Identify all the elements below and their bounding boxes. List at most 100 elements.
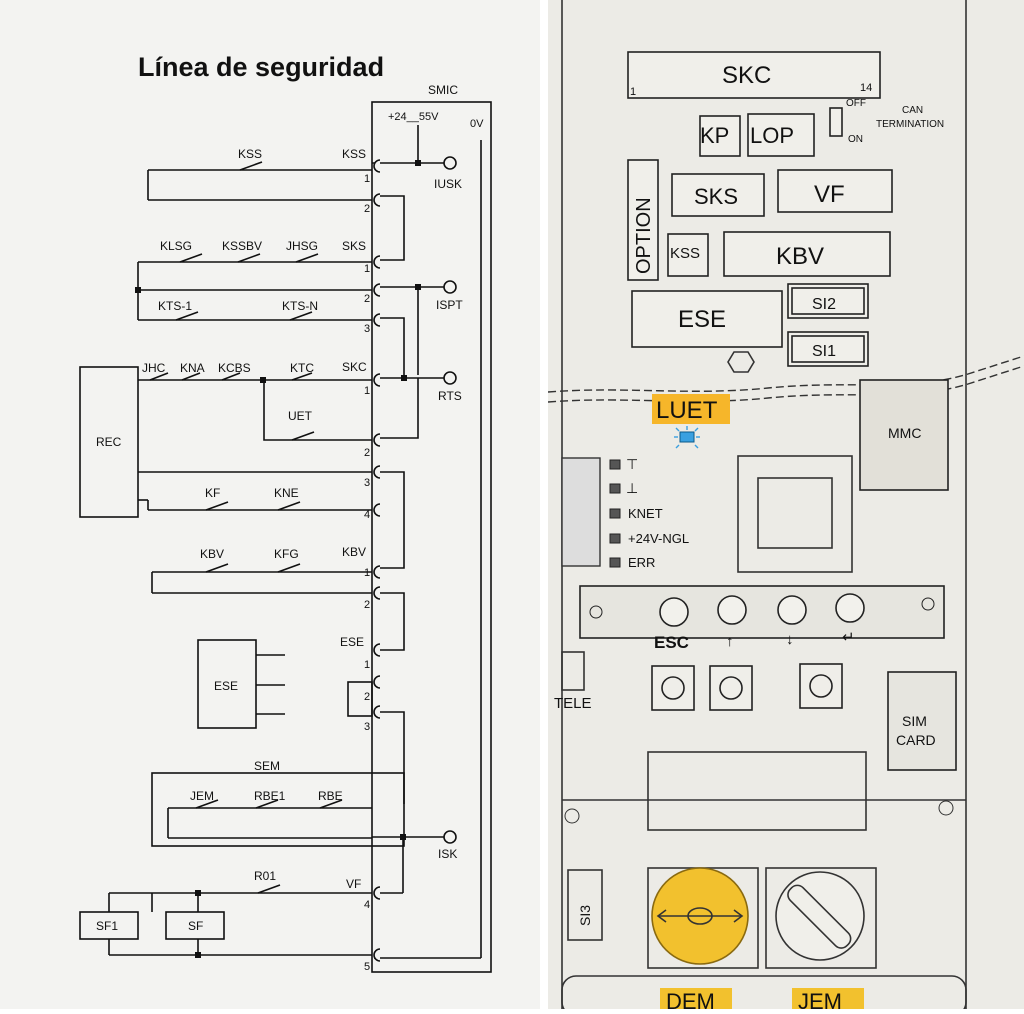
pin-label: 1 [364,263,370,275]
slot-kp: KP [700,123,729,148]
down-button[interactable] [777,595,807,625]
slot-vf: VF [814,181,845,208]
pin-label: 1 [364,173,370,185]
screw-icon [564,808,580,824]
dem-arrow-icon [656,907,744,925]
slot-si2: SI2 [812,296,836,313]
can-label: CAN [902,105,923,116]
mmc-slot[interactable] [859,379,949,491]
connector-vf: VF [346,877,361,891]
switch-off: OFF [846,98,866,109]
led-err: ERR [628,555,655,570]
led-knet: KNET [628,506,663,521]
test-point-rts: RTS [438,389,462,403]
contact-uet: UET [288,409,313,423]
serial-port[interactable] [561,457,601,567]
connector-sks: SKS [342,239,366,253]
enter-button[interactable] [835,593,865,623]
tele-label: TELE [554,695,592,712]
diagram-title: Línea de seguridad [138,52,384,82]
slot-si1: SI1 [812,343,836,360]
led-mains-icon: ⊤ [626,456,638,472]
slot-skc: SKC [722,62,771,89]
contact-r01: R01 [254,869,276,883]
jem-switch-frame [765,867,877,969]
pin-label: 1 [364,567,370,579]
slot-ese: ESE [678,306,726,333]
contact-kts-n: KTS-N [282,299,318,313]
panel-svg: LUET MMC ⊤ ⊥ KNET +24V-NGL ERR ESC ↑ ↓ ↵ [547,0,1024,1014]
diagram-svg: Línea de seguridad SMIC [79,52,492,973]
photo-gap [540,0,548,1009]
supply-zero-label: 0V [470,118,484,130]
slot-lop: LOP [750,123,794,148]
block-ese: ESE [214,679,238,693]
up-button[interactable] [717,595,747,625]
contact-jem: JEM [190,789,214,803]
block-sf1: SF1 [96,919,118,933]
down-label: ↓ [786,631,794,648]
slot-kbv: KBV [776,243,824,270]
connector-kbv: KBV [342,545,366,559]
contact-rbe1: RBE1 [254,789,286,803]
connector-kss: KSS [342,147,366,161]
contact-kne: KNE [274,486,299,500]
sim-label: SIM [902,713,927,729]
contact-klsg: KLSG [160,239,192,253]
dem-label: DEM [666,989,715,1009]
esc-button[interactable] [659,597,689,627]
block-sf: SF [188,919,203,933]
card-label: CARD [896,732,936,748]
mmc-label: MMC [888,425,921,441]
controller-panel: LUET MMC ⊤ ⊥ KNET +24V-NGL ERR ESC ↑ ↓ ↵ [547,0,1024,1014]
test-point-isk: ISK [438,847,457,861]
expansion-slot [647,751,867,831]
connector-skc: SKC [342,360,367,374]
jem-label: JEM [798,989,842,1009]
supply-plus-label: +24__55V [388,111,439,123]
fuse-si3 [567,869,603,941]
contact-kssbv: KSSBV [222,239,262,253]
led-24v-ngl: +24V-NGL [628,531,689,546]
contact-kf: KF [205,486,220,500]
pin-label: 2 [364,293,370,305]
slot-skc-pin14: 14 [860,82,872,94]
pin-label: 4 [364,509,370,521]
slot-sks: SKS [694,184,738,209]
contact-ktc: KTC [290,361,314,375]
test-point-iusk: IUSK [434,177,462,191]
button-bar [579,585,945,639]
si3-label: SI3 [577,905,593,926]
contact-kbv: KBV [200,547,224,561]
enter-label: ↵ [842,629,855,646]
termination-label: TERMINATION [876,119,944,130]
board-label: SMIC [428,83,458,97]
contact-kss: KSS [238,147,262,161]
sem-label: SEM [254,759,280,773]
jem-switch-knob[interactable] [775,871,865,961]
luet-label: LUET [656,397,718,424]
pin-label: 3 [364,721,370,733]
led-fault-icon: ⊥ [626,480,638,496]
pin-label: 1 [364,659,370,671]
luet-badge [652,394,730,424]
contact-kts-1: KTS-1 [158,299,192,313]
tele-connector[interactable] [561,651,585,691]
safety-line-diagram: Línea de seguridad SMIC [0,0,540,1009]
pin-label: 1 [364,385,370,397]
pin-label: 5 [364,961,370,973]
screw-icon [921,597,935,611]
slot-kss: KSS [670,245,700,262]
pin-label: 4 [364,899,370,911]
up-label: ↑ [726,633,734,650]
contact-kfg: KFG [274,547,299,561]
sim-card-slot[interactable] [887,671,957,771]
led-blue-icon [674,426,700,449]
option-label: OPTION [633,197,655,274]
contact-rbe: RBE [318,789,343,803]
hex-nut-icon [727,351,755,373]
contact-kna: KNA [180,361,205,375]
block-rec: REC [96,435,122,449]
screw-icon [938,800,954,816]
pin-label: 3 [364,477,370,489]
